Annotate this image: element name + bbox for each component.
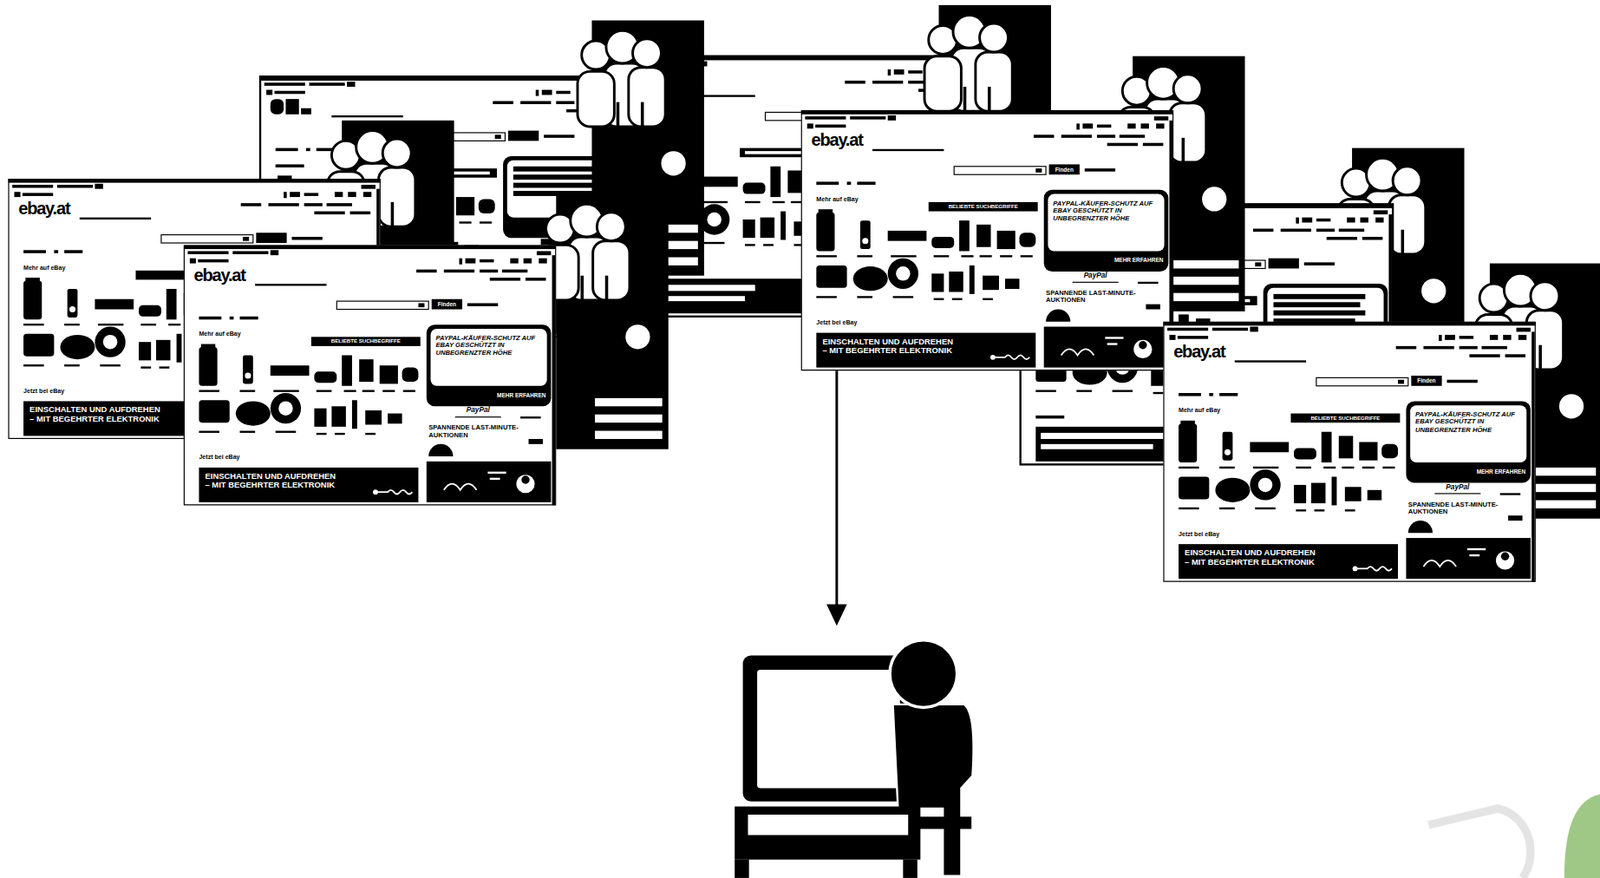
search-button: Finden — [431, 300, 463, 307]
watermark — [1428, 808, 1531, 878]
webpage-frame — [183, 244, 556, 505]
banner-label: BELIEBTE SUCHBEGRIFFE — [928, 203, 1039, 210]
computer-user — [757, 669, 901, 788]
payment-logo: PayPal — [455, 405, 502, 414]
site-logo: ebay.at — [810, 130, 863, 151]
section-heading: Mehr auf eBay — [816, 195, 858, 203]
section-heading: Mehr auf eBay — [23, 264, 66, 272]
section-heading: Jetzt bei eBay — [23, 387, 65, 395]
banner-headline: EINSCHALTEN UND AUFDREHEN – MIT BEGEHRTE… — [822, 336, 957, 356]
computer-user — [902, 859, 917, 878]
computer-user — [893, 704, 974, 876]
webpage-screenshot: ebay.atFindenMehr auf eBayBELIEBTE SUCHB… — [1162, 321, 1535, 582]
banner-headline: EINSCHALTEN UND AUFDREHEN – MIT BEGEHRTE… — [29, 404, 164, 425]
webpage-frame — [801, 110, 1174, 371]
banner-headline: EINSCHALTEN UND AUFDREHEN – MIT BEGEHRTE… — [205, 471, 340, 491]
search-button: Finden — [1049, 165, 1080, 172]
search-button: Finden — [1410, 377, 1442, 384]
webpage-frame — [1162, 321, 1535, 582]
promo-button: MEHR ERFAHREN — [1091, 257, 1163, 264]
promo-text: PAYPAL-KÄUFER-SCHUTZ AUF EBAY GESCHÜTZT … — [435, 333, 540, 357]
section-heading: Jetzt bei eBay — [198, 454, 240, 462]
banner-label: BELIEBTE SUCHBEGRIFFE — [1290, 414, 1400, 421]
download-arrow — [826, 370, 848, 626]
banner-headline: EINSCHALTEN UND AUFDREHEN – MIT BEGEHRTE… — [1184, 548, 1320, 568]
computer-user — [734, 859, 749, 878]
site-logo: ebay.at — [1173, 341, 1225, 362]
payment-logo: PayPal — [1434, 483, 1481, 491]
site-logo: ebay.at — [18, 198, 70, 219]
promo-text: PAYPAL-KÄUFER-SCHUTZ AUF EBAY GESCHÜTZT … — [1415, 410, 1520, 433]
computer-user — [743, 654, 919, 801]
arrow-head — [826, 604, 848, 627]
section-heading: Jetzt bei eBay — [1178, 530, 1220, 538]
webpage-screenshot: ebay.atFindenMehr auf eBayBELIEBTE SUCHB… — [801, 110, 1174, 371]
computer-user — [734, 806, 921, 860]
section-heading: Mehr auf eBay — [198, 330, 241, 338]
site-logo: ebay.at — [194, 265, 246, 286]
promo-text: PAYPAL-KÄUFER-SCHUTZ AUF EBAY GESCHÜTZT … — [1052, 198, 1157, 222]
auction-heading: SPANNENDE LAST-MINUTE-AUKTIONEN — [428, 423, 549, 439]
computer-user — [889, 640, 958, 708]
auction-heading: SPANNENDE LAST-MINUTE-AUKTIONEN — [1408, 500, 1529, 516]
watermark — [1564, 793, 1600, 877]
section-heading: Jetzt bei eBay — [816, 319, 857, 327]
auction-heading: SPANNENDE LAST-MINUTE-AUKTIONEN — [1045, 288, 1167, 305]
server-tower — [542, 194, 669, 450]
computer-user — [918, 816, 972, 829]
payment-logo: PayPal — [1072, 271, 1119, 280]
webpage-screenshot: ebay.atFindenMehr auf eBayBELIEBTE SUCHB… — [183, 244, 556, 505]
computer-user — [747, 814, 908, 836]
arrow-line — [835, 370, 838, 608]
promo-button: MEHR ERFAHREN — [1454, 468, 1526, 475]
section-heading: Mehr auf eBay — [1178, 406, 1221, 414]
promo-button: MEHR ERFAHREN — [474, 391, 546, 399]
watermark — [1428, 793, 1600, 877]
computer-user — [734, 640, 974, 878]
banner-label: BELIEBTE SUCHBEGRIFFE — [311, 338, 421, 345]
